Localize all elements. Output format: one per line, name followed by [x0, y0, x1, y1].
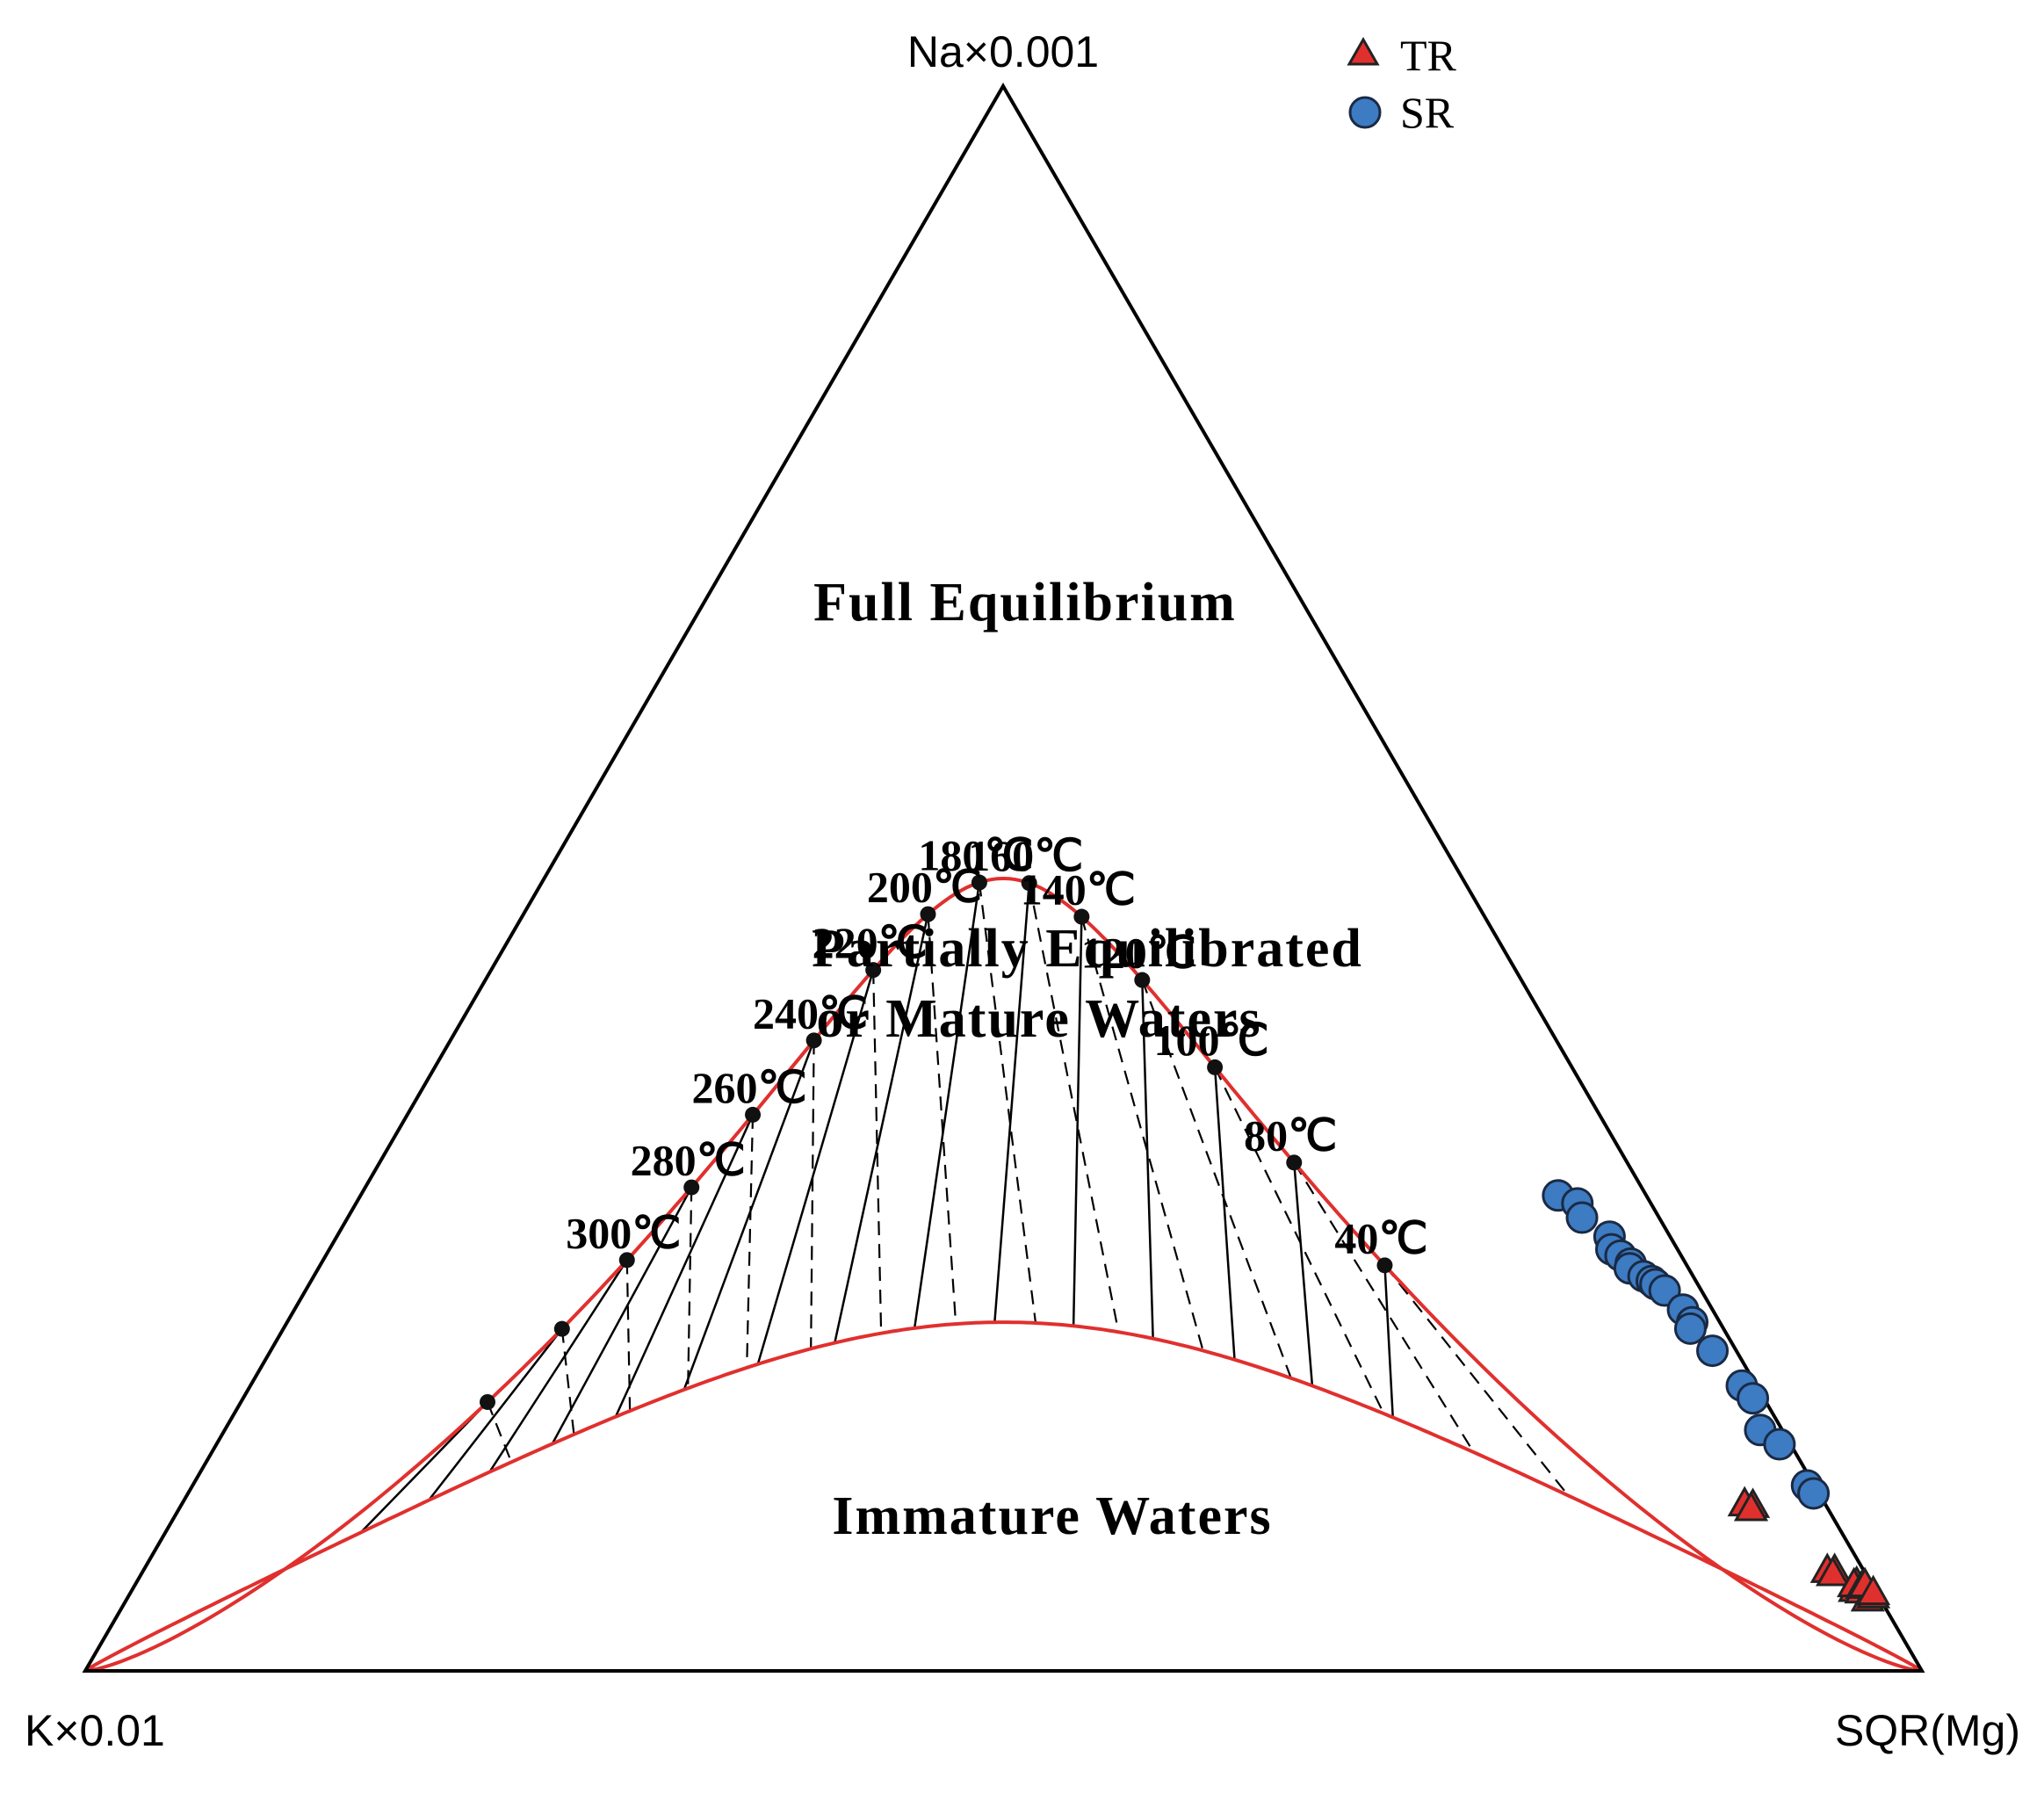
legend-label-tr: TR [1400, 31, 1457, 80]
isotherm-tick-3 [683, 1179, 700, 1196]
point-sr-14 [1673, 1312, 1707, 1345]
point-tr-14 [1855, 1574, 1891, 1606]
triangle-outline [82, 83, 1925, 1673]
isotherm-tick-5 [805, 1032, 822, 1049]
region-label-full-equilibrium: Full Equilibrium [813, 573, 1237, 633]
legend-marker-sr [1348, 96, 1382, 129]
tieline-12 [1213, 1066, 1236, 1360]
legend: TR SR [1347, 31, 1457, 137]
isotherm-label-0: 300℃ [566, 1208, 681, 1257]
isotherm-tick-12 [1207, 1059, 1224, 1075]
tieline-9 [993, 883, 1030, 1323]
tieline-3 [551, 1186, 693, 1445]
isotherm-tick-4 [745, 1106, 762, 1123]
point-sr-19 [1763, 1428, 1796, 1461]
isotherm-tick-0 [618, 1252, 635, 1269]
curve-group [83, 876, 1924, 1673]
point-sr-15 [1696, 1334, 1730, 1368]
isotherm-tick-10 [1073, 908, 1090, 925]
region-label-partial-line2: or Mature Waters [816, 989, 1261, 1049]
isotherm-tick-14 [1376, 1257, 1393, 1274]
tieline-dashed-8 [978, 882, 1037, 1324]
triangle-edges [82, 83, 1925, 1673]
isotherm-tick-13 [1286, 1154, 1303, 1171]
region-label-partial-line1: Partially Equilibrated [812, 919, 1363, 979]
point-sr-2 [1565, 1201, 1599, 1234]
tieline-7 [834, 914, 929, 1343]
isotherm-tick-2 [480, 1393, 496, 1410]
tieline-dashed-10 [1080, 916, 1204, 1351]
isotherm-tick-7 [920, 906, 936, 922]
tieline-group [359, 882, 1570, 1534]
tieline-dashed-14 [1383, 1264, 1570, 1497]
tieline-1 [428, 1327, 563, 1501]
isotherm-tick-1 [553, 1320, 570, 1337]
isotherm-label-9: 160℃ [968, 831, 1083, 880]
legend-label-sr: SR [1400, 88, 1455, 137]
isotherm-label-3: 280℃ [631, 1136, 746, 1185]
point-sr-17 [1737, 1382, 1770, 1415]
tieline-dashed-4 [746, 1114, 755, 1368]
isotherm-label-4: 260℃ [691, 1063, 806, 1112]
tieline-dashed-5 [810, 1040, 815, 1349]
isotherm-label-14: 40℃ [1334, 1213, 1427, 1262]
vertex-label-right: SQR(Mg) [1835, 1706, 2020, 1755]
tieline-dashed-12 [1214, 1066, 1385, 1414]
tieline-dashed-6 [872, 970, 883, 1334]
isotherm-tick-6 [865, 962, 882, 979]
isotherm-label-11: 120℃ [1081, 929, 1196, 978]
vertex-label-top: Na×0.001 [907, 27, 1099, 76]
tieline-dashed-3 [687, 1187, 693, 1389]
tieline-dashed-2 [486, 1401, 513, 1463]
tieline-dashed-9 [1028, 883, 1120, 1333]
full-equilibrium-curve [84, 876, 1923, 1673]
tieline-8 [913, 882, 981, 1329]
point-sr-21 [1797, 1477, 1831, 1510]
isotherm-label-5: 240℃ [753, 988, 868, 1037]
isotherm-ticks [480, 874, 1393, 1410]
immature-boundary-curve [83, 1320, 1924, 1673]
legend-marker-tr [1347, 36, 1380, 66]
region-label-immature: Immature Waters [832, 1486, 1272, 1546]
isotherm-label-12: 100℃ [1154, 1016, 1269, 1065]
tieline-10 [1072, 916, 1083, 1327]
isotherm-label-8: 180℃ [918, 831, 1033, 880]
isotherm-label-7: 200℃ [867, 863, 982, 912]
tieline-dashed-13 [1293, 1161, 1475, 1453]
point-tr-8 [1733, 1490, 1769, 1522]
tieline-0 [488, 1259, 628, 1473]
isotherm-tick-11 [1134, 972, 1151, 988]
vertex-label-left: K×0.01 [25, 1706, 165, 1755]
data-points [1542, 1179, 1891, 1612]
tieline-11 [1141, 980, 1154, 1339]
isotherm-tick-9 [1021, 875, 1037, 892]
isotherm-label-10: 140℃ [1021, 865, 1136, 915]
isotherm-label-6: 220℃ [813, 918, 928, 967]
tieline-dashed-11 [1141, 980, 1292, 1379]
isotherm-tick-8 [971, 874, 987, 891]
tieline-5 [683, 1039, 815, 1391]
tieline-6 [756, 969, 875, 1365]
tieline-14 [1383, 1265, 1394, 1418]
tieline-13 [1293, 1162, 1314, 1386]
tieline-4 [614, 1114, 755, 1418]
tieline-dashed-1 [560, 1328, 575, 1435]
isotherm-label-13: 80℃ [1244, 1110, 1337, 1160]
point-tr-5 [1815, 1555, 1851, 1587]
